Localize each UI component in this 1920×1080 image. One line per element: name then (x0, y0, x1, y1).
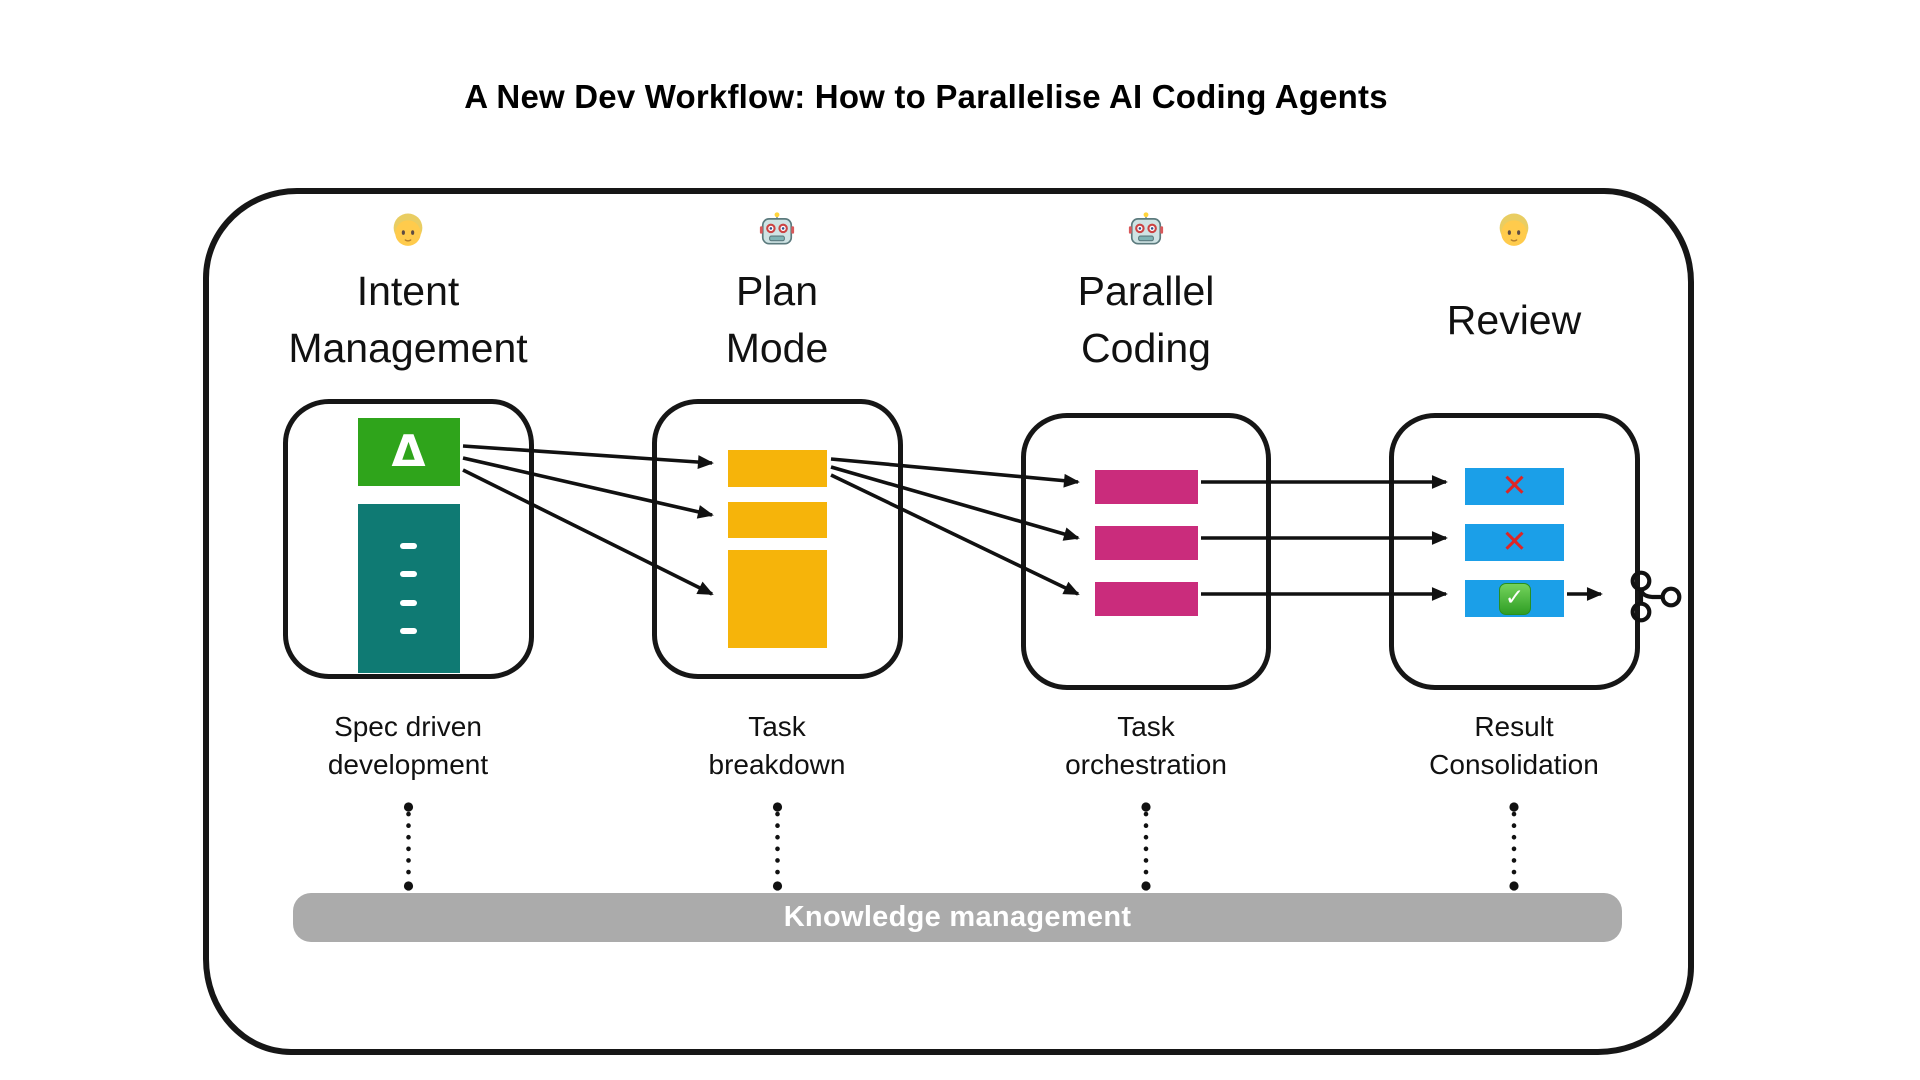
heading-line: Plan (735, 268, 819, 314)
robot-icon (759, 212, 795, 245)
spec-delta-tile: Δ (357, 418, 460, 486)
robot-icon (1128, 212, 1164, 245)
person-eye-right (411, 230, 415, 235)
heading-line: Review (1446, 296, 1582, 343)
cross-icon: ✕ (1501, 468, 1528, 504)
column-review: Review Result Consolidation (1344, 188, 1684, 888)
person-eye-right (1517, 230, 1521, 235)
stage-box-review: ✕ ✕ ✓ (1389, 413, 1640, 690)
caption-line: Spec driven (334, 711, 482, 742)
person-mouth (1510, 239, 1518, 242)
robot-ear-right (791, 226, 795, 234)
robot-mouth (769, 235, 785, 242)
person-eye-left (1507, 230, 1511, 235)
caption-line: breakdown (708, 749, 846, 780)
plan-task-bar-1 (728, 450, 827, 487)
robot-ear-right (1160, 226, 1164, 234)
person-mouth (404, 239, 412, 242)
robot-mouth (1138, 235, 1154, 242)
stage-caption-review: Result Consolidation (1344, 708, 1684, 784)
robot-ear-left (1128, 226, 1132, 234)
robot-pupil-right (1150, 227, 1154, 230)
heading-line: Coding (1081, 325, 1211, 371)
check-icon: ✓ (1498, 582, 1531, 615)
stage-heading-review: Review (1344, 262, 1684, 378)
caption-line: Consolidation (1429, 749, 1599, 780)
stage-box-coding (1021, 413, 1271, 690)
caption-line: development (327, 749, 489, 780)
check-glyph: ✓ (1504, 585, 1525, 611)
spec-line (400, 571, 417, 578)
column-intent-management: Intent Management Spec driven developmen… (238, 188, 578, 888)
spec-line (400, 628, 417, 635)
coding-task-bar-2 (1094, 526, 1198, 560)
knowledge-management-label: Knowledge management (783, 901, 1132, 933)
person-face (1501, 220, 1527, 246)
review-result-bar-1: ✕ (1465, 468, 1564, 505)
heading-line: Parallel (1077, 268, 1215, 314)
caption-line: orchestration (1065, 749, 1227, 780)
robot-antenna-bulb (1143, 212, 1149, 218)
stage-caption-intent: Spec driven development (238, 708, 578, 784)
review-result-bar-3: ✓ (1465, 580, 1564, 617)
stage-heading-intent: Intent Management (238, 262, 578, 378)
spec-document-tile (357, 504, 460, 673)
stage-box-plan (652, 399, 903, 679)
spec-line (400, 542, 417, 549)
review-result-bar-2: ✕ (1465, 524, 1564, 561)
stage-box-intent: Δ (283, 399, 534, 679)
workflow-frame (203, 188, 1694, 1055)
delta-glyph: Δ (391, 426, 426, 477)
knowledge-management-bar: Knowledge management (293, 893, 1622, 942)
stage-caption-plan: Task breakdown (607, 708, 947, 784)
robot-pupil-left (769, 227, 773, 230)
stage-heading-plan: Plan Mode (607, 262, 947, 378)
heading-line: Intent (356, 268, 460, 314)
person-face (395, 220, 421, 246)
robot-ear-left (759, 226, 763, 234)
person-eye-left (401, 230, 405, 235)
caption-line: Result (1474, 711, 1554, 742)
person-icon (1499, 213, 1529, 246)
plan-task-bar-2 (728, 502, 827, 538)
robot-pupil-left (1138, 227, 1142, 230)
cross-icon: ✕ (1501, 524, 1528, 560)
page-title: A New Dev Workflow: How to Parallelise A… (464, 78, 1388, 115)
heading-line: Mode (725, 325, 829, 371)
heading-line: Management (288, 325, 528, 371)
spec-line (400, 599, 417, 606)
person-icon (393, 213, 423, 246)
caption-line: Task (1117, 711, 1175, 742)
stage-caption-coding: Task orchestration (976, 708, 1316, 784)
coding-task-bar-3 (1094, 582, 1198, 616)
robot-antenna-bulb (774, 212, 780, 218)
caption-line: Task (748, 711, 806, 742)
column-plan-mode: Plan Mode Task breakdown (607, 188, 947, 888)
stage-heading-coding: Parallel Coding (976, 262, 1316, 378)
robot-pupil-right (781, 227, 785, 230)
coding-task-bar-1 (1094, 470, 1198, 504)
plan-task-bar-3 (728, 550, 827, 648)
column-parallel-coding: Parallel Coding Task orchestration (976, 188, 1316, 888)
